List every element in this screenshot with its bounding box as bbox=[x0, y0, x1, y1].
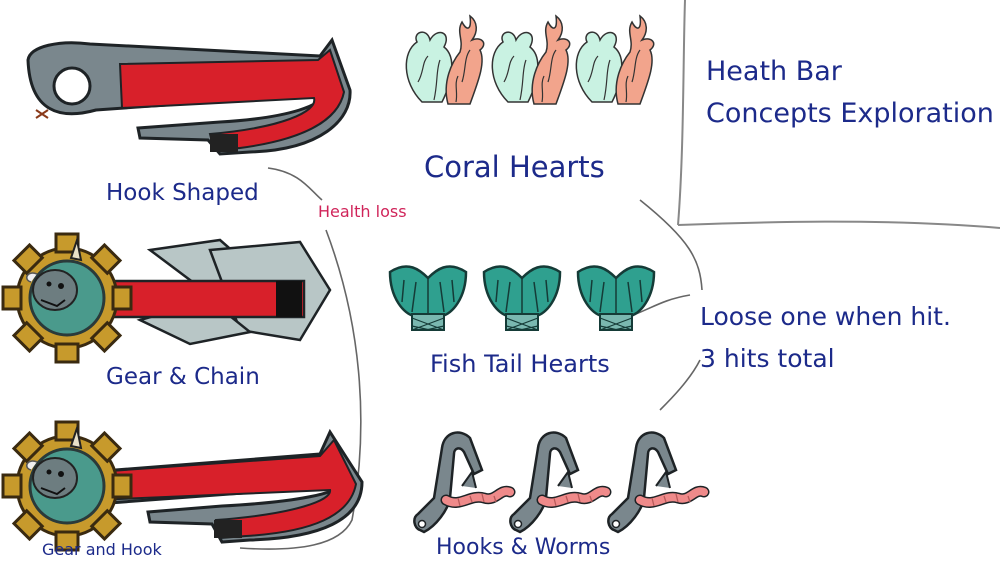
coral-hearts bbox=[405, 15, 655, 105]
label-coral-hearts: Coral Hearts bbox=[424, 150, 605, 184]
label-hook-shaped: Hook Shaped bbox=[106, 180, 259, 206]
hook-shaped-bar bbox=[26, 36, 352, 156]
fish-tail-hearts bbox=[388, 265, 656, 332]
label-fish-tail-hearts: Fish Tail Hearts bbox=[430, 350, 610, 378]
label-gear-hook: Gear and Hook bbox=[42, 540, 162, 559]
label-hooks-worms: Hooks & Worms bbox=[436, 535, 611, 560]
title-line-1: Heath Bar bbox=[706, 56, 842, 87]
gear-chain-bar bbox=[1, 232, 332, 364]
title-line-2: Concepts Exploration bbox=[706, 98, 994, 129]
title-frame bbox=[677, 0, 1000, 229]
label-health-loss: Health loss bbox=[318, 202, 407, 221]
note-line-2: 3 hits total bbox=[700, 344, 835, 373]
label-gear-chain: Gear & Chain bbox=[106, 364, 260, 390]
gear-hook-bar bbox=[1, 420, 364, 552]
hooks-and-worms bbox=[414, 433, 704, 532]
note-line-1: Loose one when hit. bbox=[700, 302, 951, 331]
